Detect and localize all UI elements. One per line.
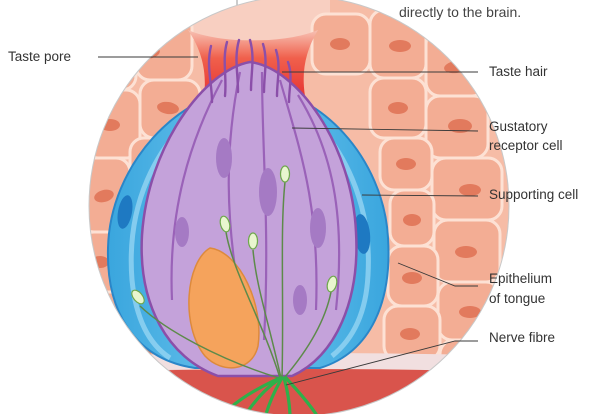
receptor-cell-nucleus bbox=[175, 217, 189, 247]
nerve-ending bbox=[249, 233, 258, 249]
epithelial-nucleus bbox=[455, 246, 477, 258]
receptor-cell-nucleus bbox=[216, 138, 232, 178]
epithelial-nucleus bbox=[396, 158, 416, 170]
epithelial-nucleus bbox=[94, 316, 114, 328]
epithelial-cell bbox=[426, 30, 486, 96]
epithelial-nucleus bbox=[91, 256, 109, 268]
epithelial-nucleus bbox=[388, 102, 408, 114]
epithelial-nucleus bbox=[403, 214, 421, 226]
label-gustatory-receptor-cell-line1: Gustatory bbox=[489, 119, 548, 134]
label-taste-hair: Taste hair bbox=[489, 64, 548, 79]
receptor-cell-nucleus bbox=[310, 208, 326, 248]
label-gustatory-receptor-cell-line2: receptor cell bbox=[489, 138, 563, 153]
header-text-fragment: directly to the brain. bbox=[399, 4, 521, 20]
receptor-cell-nucleus bbox=[293, 285, 307, 315]
epithelial-nucleus bbox=[400, 328, 420, 340]
label-epithelium-line2: of tongue bbox=[489, 291, 545, 306]
epithelial-nucleus bbox=[402, 272, 422, 284]
label-nerve-fibre: Nerve fibre bbox=[489, 330, 555, 345]
epithelial-cell bbox=[84, 20, 136, 90]
nerve-ending bbox=[281, 166, 290, 182]
epithelial-nucleus bbox=[452, 354, 472, 366]
epithelial-nucleus bbox=[389, 40, 411, 52]
label-supporting-cell: Supporting cell bbox=[489, 187, 578, 202]
epithelial-nucleus bbox=[100, 119, 120, 131]
epithelial-nucleus bbox=[102, 72, 124, 84]
label-taste-pore: Taste pore bbox=[8, 49, 71, 64]
epithelial-cell bbox=[440, 340, 490, 380]
receptor-cell-nucleus bbox=[259, 168, 277, 216]
epithelial-cell bbox=[136, 14, 192, 80]
label-epithelium-line1: Epithelium bbox=[489, 271, 552, 286]
epithelial-nucleus bbox=[330, 38, 350, 50]
epithelial-nucleus bbox=[459, 184, 481, 196]
